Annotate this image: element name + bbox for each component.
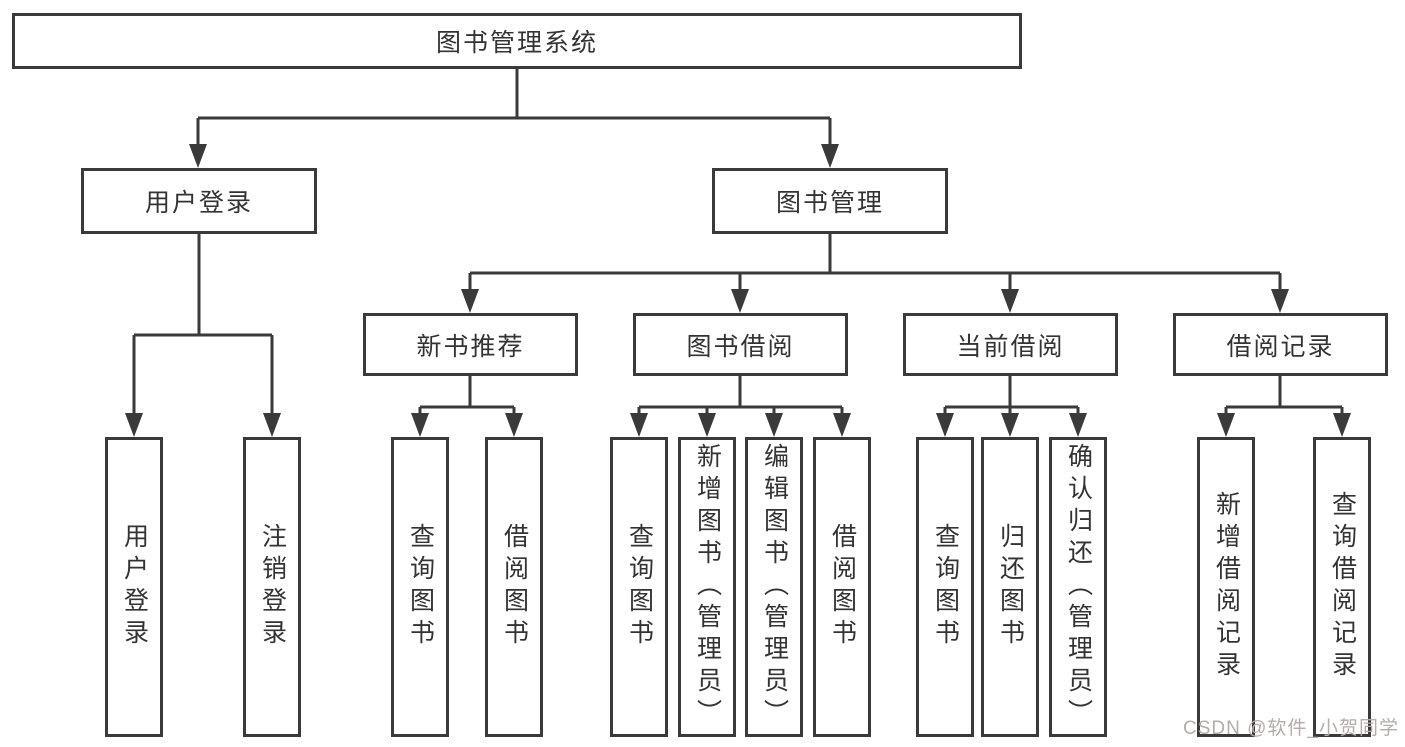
node-root-label: 图书管理系统 [435, 29, 598, 57]
leaf-label: 查询图书 [931, 523, 960, 651]
node-new-book-recommend: 新书推荐 [363, 313, 578, 376]
leaf-query-borrow-record: 查询借阅记录 [1313, 437, 1371, 737]
leaf-label: 归还图书 [996, 523, 1025, 651]
node-current-borrow: 当前借阅 [903, 313, 1118, 376]
node-borrow-records-label: 借阅记录 [1226, 332, 1335, 361]
node-book-borrow-label: 图书借阅 [686, 332, 795, 361]
leaf-label: 注销登录 [258, 523, 287, 651]
leaf-add-borrow-record: 新增借阅记录 [1197, 437, 1255, 737]
leaf-label: 新增借阅记录 [1212, 491, 1241, 683]
leaf-label: 新增图书（管理员） [693, 443, 722, 731]
leaf-label: 借阅图书 [500, 523, 529, 651]
leaf-query-books-1: 查询图书 [391, 437, 449, 737]
leaf-query-books-3: 查询图书 [916, 437, 974, 737]
node-current-borrow-label: 当前借阅 [956, 332, 1065, 361]
node-borrow-records: 借阅记录 [1173, 313, 1388, 376]
leaf-label: 用户登录 [120, 523, 149, 651]
node-new-book-recommend-label: 新书推荐 [416, 332, 525, 361]
leaf-label: 借阅图书 [828, 523, 857, 651]
node-user-login: 用户登录 [81, 168, 317, 234]
leaf-borrow-books-2: 借阅图书 [813, 437, 871, 737]
node-book-management: 图书管理 [712, 168, 948, 234]
leaf-edit-books-admin: 编辑图书（管理员） [745, 437, 803, 737]
leaf-label: 查询图书 [406, 523, 435, 651]
leaf-confirm-return-admin: 确认归还（管理员） [1049, 437, 1107, 737]
csdn-watermark: CSDN @软件_小贺同学 [1183, 718, 1399, 739]
leaf-return-books: 归还图书 [981, 437, 1039, 737]
leaf-user-login: 用户登录 [105, 437, 163, 737]
node-root: 图书管理系统 [12, 13, 1022, 69]
leaf-add-books-admin: 新增图书（管理员） [678, 437, 736, 737]
node-user-login-label: 用户登录 [144, 189, 253, 217]
leaf-borrow-books-1: 借阅图书 [485, 437, 543, 737]
leaf-label: 查询借阅记录 [1328, 491, 1357, 683]
leaf-logout: 注销登录 [243, 437, 301, 737]
node-book-borrow: 图书借阅 [633, 313, 848, 376]
leaf-query-books-2: 查询图书 [610, 437, 668, 737]
node-book-management-label: 图书管理 [775, 189, 884, 217]
leaf-label: 确认归还（管理员） [1064, 443, 1093, 731]
leaf-label: 编辑图书（管理员） [760, 443, 789, 731]
leaf-label: 查询图书 [625, 523, 654, 651]
